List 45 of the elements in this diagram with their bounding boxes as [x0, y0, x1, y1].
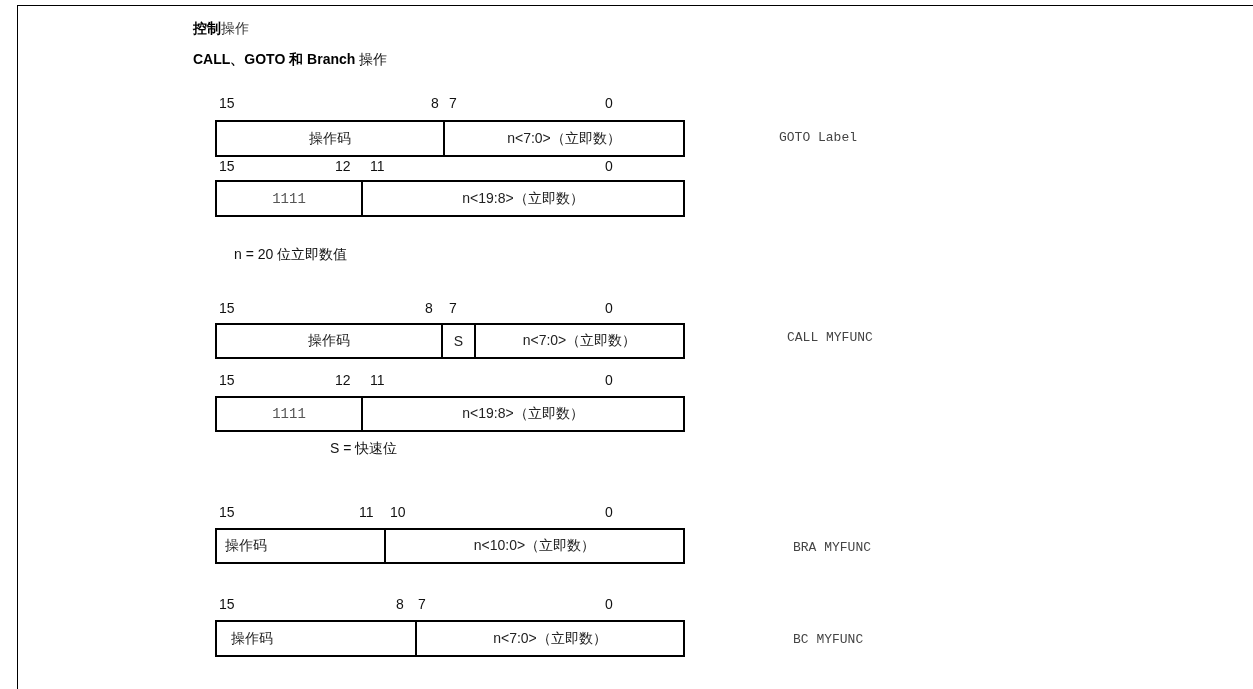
- bit-number: 8: [396, 596, 404, 612]
- bit-number: 15: [219, 596, 235, 612]
- bit-number: 0: [605, 596, 613, 612]
- bit-field: n<10:0>（立即数）: [384, 528, 685, 564]
- bit-field: n<19:8>（立即数）: [361, 180, 685, 217]
- bit-number: 0: [605, 95, 613, 111]
- bit-field: n<7:0>（立即数）: [474, 323, 685, 359]
- bit-field: 操作码: [215, 528, 386, 564]
- bit-field: n<7:0>（立即数）: [415, 620, 685, 657]
- instruction-example: BC MYFUNC: [793, 632, 864, 647]
- bit-number: 10: [390, 504, 406, 520]
- bit-field: n<19:8>（立即数）: [361, 396, 685, 432]
- bit-field: 操作码: [215, 620, 417, 657]
- bit-number: 0: [605, 300, 613, 316]
- bit-number: 0: [605, 504, 613, 520]
- bit-number: 15: [219, 95, 235, 111]
- bit-number: 12: [335, 158, 351, 174]
- bit-number: 11: [370, 372, 385, 388]
- bit-field: n<7:0>（立即数）: [443, 120, 685, 157]
- bit-number: 7: [449, 95, 457, 111]
- bit-field: S: [441, 323, 476, 359]
- instruction-example: CALL MYFUNC: [787, 330, 873, 345]
- bit-field: 1111: [215, 180, 363, 217]
- instruction-example: GOTO Label: [779, 130, 857, 145]
- bit-number: 11: [359, 504, 374, 520]
- bit-number: 15: [219, 300, 235, 316]
- bit-number: 7: [449, 300, 457, 316]
- bit-number: 8: [425, 300, 433, 316]
- section-heading: CALL、GOTO 和 Branch 操作: [193, 51, 388, 69]
- bit-number: 11: [370, 158, 385, 174]
- bit-number: 15: [219, 158, 235, 174]
- bit-number: 7: [418, 596, 426, 612]
- bit-number: 0: [605, 158, 613, 174]
- bit-field: 操作码: [215, 120, 445, 157]
- instruction-example: BRA MYFUNC: [793, 540, 871, 555]
- bit-number: 12: [335, 372, 351, 388]
- legend-note: S = 快速位: [330, 440, 398, 458]
- bit-field: 操作码: [215, 323, 443, 359]
- page-title: 控制操作: [193, 20, 249, 38]
- bit-field: 1111: [215, 396, 363, 432]
- bit-number: 15: [219, 372, 235, 388]
- bit-number: 8: [431, 95, 439, 111]
- bit-number: 0: [605, 372, 613, 388]
- legend-note: n = 20 位立即数值: [234, 246, 348, 264]
- bit-number: 15: [219, 504, 235, 520]
